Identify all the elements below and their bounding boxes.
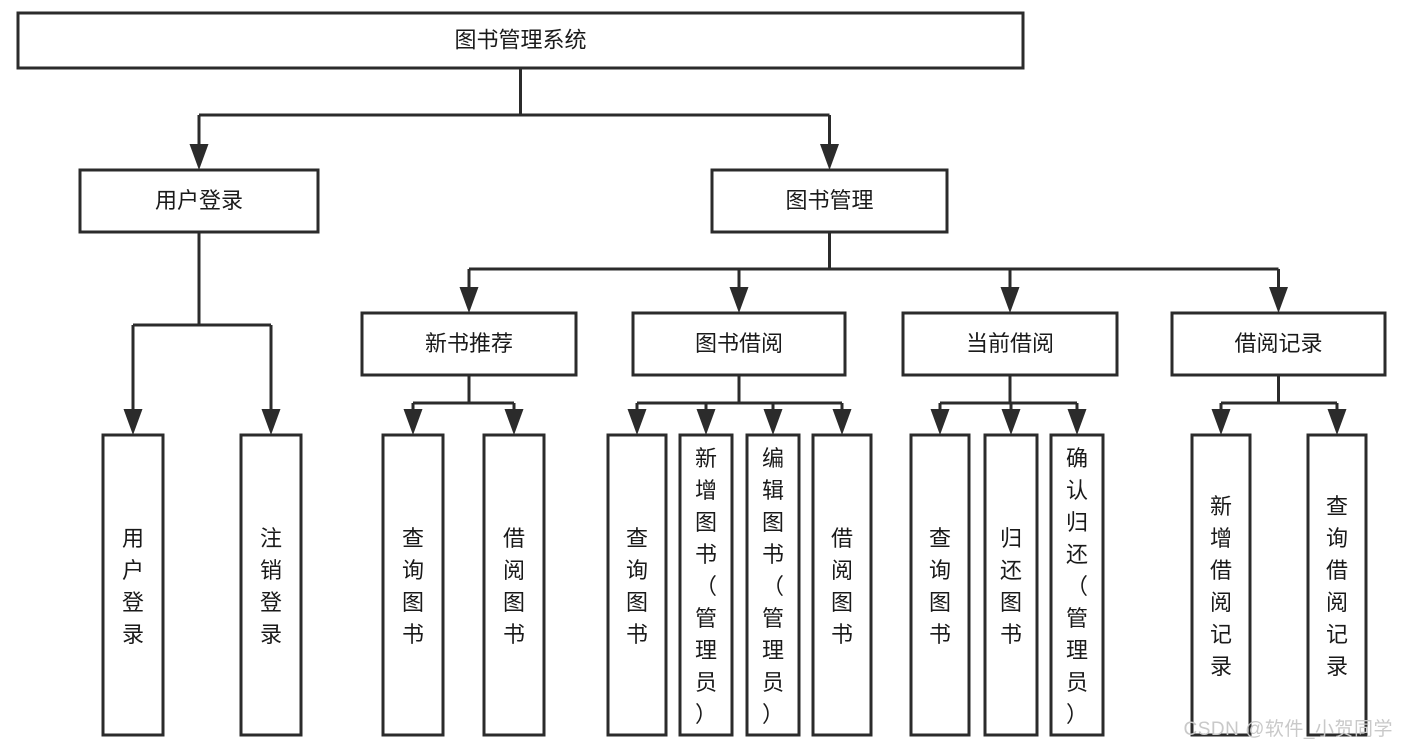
- arrow-head-icon: [261, 409, 281, 435]
- node-box: [710, 168, 949, 234]
- arrow-head-icon: [459, 287, 479, 313]
- node-l1-user[interactable]: 用户登录: [78, 168, 320, 234]
- node-l3-new-borrow[interactable]: 借阅图书: [482, 433, 546, 737]
- arrow-head-icon: [763, 409, 783, 435]
- arrow-head-icon: [403, 409, 423, 435]
- node-label: 编辑图书（管理员）: [762, 446, 784, 727]
- node-l2-current[interactable]: 当前借阅: [901, 311, 1119, 377]
- nodes-layer: 图书管理系统用户登录图书管理新书推荐图书借阅当前借阅借阅记录用户登录注销登录查询…: [16, 11, 1387, 737]
- edge-group-from-l2-new: [403, 375, 524, 435]
- node-l3-br-add[interactable]: 新增图书（管理员）: [678, 433, 734, 737]
- node-box: [983, 433, 1039, 737]
- edges-layer: [123, 68, 1347, 435]
- node-box: [1306, 433, 1368, 737]
- arrow-head-icon: [1001, 409, 1021, 435]
- node-box: [16, 11, 1025, 70]
- node-l2-record[interactable]: 借阅记录: [1170, 311, 1387, 377]
- arrow-head-icon: [1000, 287, 1020, 313]
- node-l3-br-query[interactable]: 查询图书: [606, 433, 668, 737]
- arrow-head-icon: [820, 144, 839, 170]
- arrow-head-icon: [1067, 409, 1087, 435]
- node-label: 注销登录: [260, 526, 282, 647]
- arrow-head-icon: [1269, 287, 1288, 313]
- node-label: 借阅记录: [1234, 331, 1322, 356]
- node-l3-new-query[interactable]: 查询图书: [381, 433, 445, 737]
- node-label: 用户登录: [122, 526, 144, 647]
- node-l3-user-logout[interactable]: 注销登录: [239, 433, 303, 737]
- node-label: 确认归还（管理员）: [1066, 446, 1088, 727]
- node-l3-cur-query[interactable]: 查询图书: [909, 433, 971, 737]
- node-box: [101, 433, 165, 737]
- edge-group-from-l1-book: [459, 232, 1288, 313]
- node-box: [239, 433, 303, 737]
- node-l3-cur-confirm[interactable]: 确认归还（管理员）: [1049, 433, 1105, 737]
- node-box: [1190, 433, 1252, 737]
- csdn-watermark: CSDN @软件_小贺同学: [1183, 719, 1393, 740]
- node-box: [901, 311, 1119, 377]
- node-label: 图书借阅: [695, 331, 783, 356]
- arrow-head-icon: [123, 409, 143, 435]
- node-box: [78, 168, 320, 234]
- arrow-head-icon: [930, 409, 950, 435]
- arrow-head-icon: [832, 409, 852, 435]
- node-l2-borrow[interactable]: 图书借阅: [631, 311, 847, 377]
- arrow-head-icon: [189, 144, 209, 170]
- edge-group-from-l2-current: [930, 375, 1087, 435]
- node-box: [606, 433, 668, 737]
- node-box: [381, 433, 445, 737]
- node-label: 借阅图书: [503, 526, 525, 647]
- node-label: 当前借阅: [966, 331, 1054, 356]
- node-l3-cur-return[interactable]: 归还图书: [983, 433, 1039, 737]
- node-l3-rec-add[interactable]: 新增借阅记录: [1190, 433, 1252, 737]
- node-l3-br-edit[interactable]: 编辑图书（管理员）: [745, 433, 801, 737]
- node-box: [909, 433, 971, 737]
- node-l3-br-lend[interactable]: 借阅图书: [811, 433, 873, 737]
- node-label: 图书管理: [785, 188, 873, 213]
- node-label: 查询图书: [929, 526, 951, 647]
- node-box: [811, 433, 873, 737]
- node-label: 新增图书（管理员）: [695, 446, 717, 727]
- edge-group-from-root: [189, 68, 839, 170]
- node-label: 新书推荐: [425, 331, 513, 356]
- edge-group-from-l2-record: [1211, 375, 1347, 435]
- node-box: [482, 433, 546, 737]
- arrow-head-icon: [504, 409, 524, 435]
- edge-group-from-l2-borrow: [627, 375, 852, 435]
- edge-group-from-l1-user: [123, 232, 281, 435]
- node-label: 归还图书: [1000, 526, 1022, 647]
- node-root[interactable]: 图书管理系统: [16, 11, 1025, 70]
- node-label: 查询图书: [626, 526, 648, 647]
- node-label: 查询借阅记录: [1326, 494, 1348, 679]
- node-box: [678, 433, 734, 737]
- node-label: 用户登录: [155, 188, 243, 213]
- node-label: 图书管理系统: [454, 27, 586, 52]
- node-box: [1170, 311, 1387, 377]
- arrow-head-icon: [696, 409, 716, 435]
- node-label: 借阅图书: [831, 526, 853, 647]
- node-l2-new[interactable]: 新书推荐: [360, 311, 578, 377]
- arrow-head-icon: [627, 409, 647, 435]
- node-label: 新增借阅记录: [1210, 494, 1232, 679]
- node-label: 查询图书: [402, 526, 424, 647]
- node-box: [360, 311, 578, 377]
- node-l3-user-login[interactable]: 用户登录: [101, 433, 165, 737]
- node-box: [631, 311, 847, 377]
- arrow-head-icon: [1327, 409, 1347, 435]
- arrow-head-icon: [729, 287, 749, 313]
- node-box: [1049, 433, 1105, 737]
- node-box: [745, 433, 801, 737]
- node-l1-book[interactable]: 图书管理: [710, 168, 949, 234]
- arrow-head-icon: [1211, 409, 1231, 435]
- node-l3-rec-query[interactable]: 查询借阅记录: [1306, 433, 1368, 737]
